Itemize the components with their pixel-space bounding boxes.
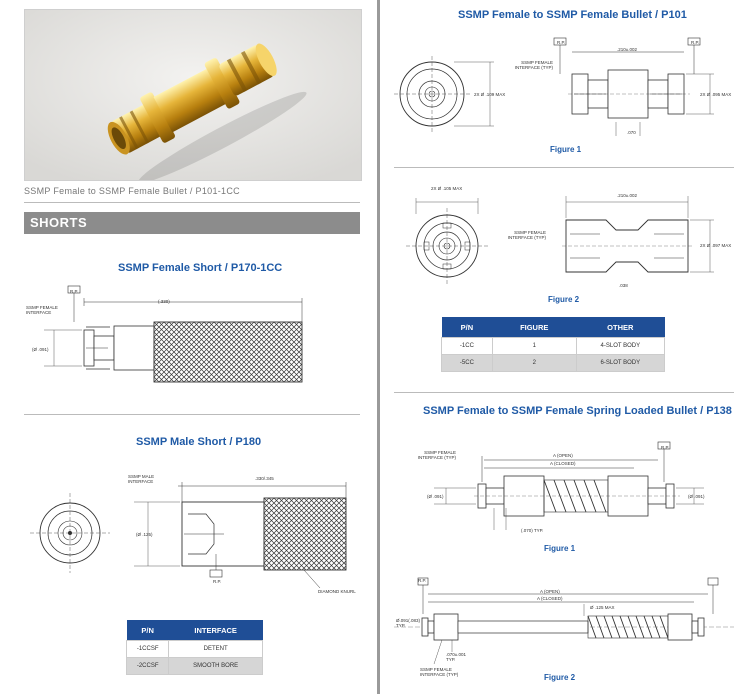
table-header: INTERFACE	[168, 620, 263, 641]
male-short-dia-label: (Ø .125)	[136, 532, 153, 537]
photo-caption: SSMP Female to SSMP Female Bullet / P101…	[24, 186, 240, 196]
spring-figure2-caption: Figure 2	[544, 673, 576, 682]
table-cell: 1	[491, 337, 577, 355]
bullet-figure2-drawing	[394, 184, 734, 292]
spring-fig2-interface: SSMP FEMALE INTERFACE (TYP)	[420, 667, 459, 677]
table-header: FIGURE	[492, 317, 577, 338]
section-divider	[394, 392, 734, 393]
male-short-drawing	[24, 458, 360, 608]
shorts-section-header: SHORTS	[24, 212, 360, 234]
table-row: -1CC 1 4-SLOT BODY	[441, 337, 666, 355]
bullet-figure1-drawing	[394, 30, 734, 140]
spring-figure2-drawing	[394, 574, 734, 668]
bullet-pn-table: P/N FIGURE OTHER -1CC 1 4-SLOT BODY -5CC…	[441, 317, 666, 372]
spring-fig1-interface: SSMP FEMALE INTERFACE (TYP)	[417, 450, 456, 460]
bullet-figure1-caption: Figure 1	[550, 145, 582, 154]
spring-fig2-open: A (OPEN)	[540, 589, 560, 594]
spring-fig1-closed: A (CLOSED)	[550, 461, 576, 466]
spring-fig1-dia-left: (Ø .091)	[427, 494, 444, 499]
section-divider	[394, 167, 734, 168]
bullet-title: SSMP Female to SSMP Female Bullet / P101	[458, 9, 687, 21]
spring-fig2-closed: A (CLOSED)	[537, 596, 563, 601]
male-short-interface-label: SSMP MALE INTERFACE	[128, 474, 155, 484]
table-row: -5CC 2 6-SLOT BODY	[441, 354, 666, 372]
spring-fig2-dia: Ø .125 MAX	[590, 605, 615, 610]
table-header: P/N	[126, 620, 169, 641]
female-short-dia-label: (Ø .091)	[32, 347, 49, 352]
bullet-fig1-interface: SSMP FEMALE INTERFACE (TYP)	[514, 60, 553, 70]
table-cell: -1CCSF	[125, 640, 170, 658]
bullet-figure2-caption: Figure 2	[548, 295, 580, 304]
bullet-fig1-gap: .070	[627, 130, 636, 135]
table-cell: 4-SLOT BODY	[575, 337, 666, 355]
table-row: -2CCSF SMOOTH BORE	[125, 657, 263, 675]
spring-fig1-open: A (OPEN)	[553, 453, 573, 458]
section-divider	[24, 414, 360, 415]
table-cell: 6-SLOT BODY	[575, 354, 666, 372]
spring-fig1-dia-right: (Ø .091)	[688, 494, 705, 499]
bullet-fig2-dia-end: 2X Ø .105 MAX	[431, 186, 463, 191]
spring-fig2-dia-left: Ø.091(.083) TYP.	[396, 618, 421, 628]
female-short-length-label: (.330)	[158, 299, 170, 304]
female-short-rp-label: R.P.	[70, 289, 79, 294]
column-separator	[377, 0, 380, 694]
female-short-interface-label: SSMP FEMALE INTERFACE	[26, 305, 58, 315]
bullet-fig2-gap: .038	[619, 283, 628, 288]
bullet-fig2-dia-right: 2X Ø .097 MAX	[700, 243, 732, 248]
male-short-pn-table: P/N INTERFACE -1CCSF DETENT -2CCSF SMOOT…	[125, 620, 263, 675]
bullet-fig2-length: .210±.002	[617, 193, 637, 198]
bullet-fig1-rp-left: R.P.	[557, 40, 566, 45]
male-short-rp-label: R.P.	[213, 579, 222, 584]
bullet-fig1-rp-right: R.P.	[691, 40, 700, 45]
female-short-title: SSMP Female Short / P170-1CC	[118, 262, 283, 274]
spring-figure1-caption: Figure 1	[544, 544, 576, 553]
spring-fig1-rp: R.P.	[661, 445, 670, 450]
bullet-fig1-dia-end: 2X Ø .109 MAX	[474, 92, 506, 97]
bullet-fig1-length: .210±.002	[617, 47, 637, 52]
spring-fig2-gap: .070±.001 TYP.	[446, 652, 466, 662]
bullet-connector-image	[25, 10, 361, 180]
table-cell: DETENT	[168, 640, 263, 658]
male-short-title: SSMP Male Short / P180	[136, 436, 262, 448]
table-header: OTHER	[576, 317, 665, 338]
spring-figure1-drawing	[394, 438, 734, 538]
male-short-length-label: .330/.345	[255, 476, 274, 481]
spring-fig2-rp: R.P.	[418, 578, 427, 583]
table-row: -1CCSF DETENT	[125, 640, 263, 658]
table-header: P/N	[441, 317, 493, 338]
male-short-knurl-label: DIAMOND KNURL	[318, 589, 356, 594]
spring-fig1-gap: (.070) TYP.	[521, 528, 544, 533]
table-cell: -5CC	[441, 354, 493, 372]
female-short-drawing	[24, 282, 360, 392]
table-cell: 2	[491, 354, 577, 372]
table-cell: -1CC	[441, 337, 493, 355]
caption-divider	[24, 202, 360, 203]
table-cell: -2CCSF	[125, 657, 170, 675]
bullet-fig2-interface: SSMP FEMALE INTERFACE (TYP)	[507, 230, 546, 240]
spring-bullet-title: SSMP Female to SSMP Female Spring Loaded…	[423, 405, 732, 417]
bullet-fig1-dia-right: 2X Ø .095 MAX	[700, 92, 732, 97]
product-photo	[24, 9, 362, 181]
table-cell: SMOOTH BORE	[168, 657, 263, 675]
shorts-heading: SHORTS	[30, 215, 88, 230]
